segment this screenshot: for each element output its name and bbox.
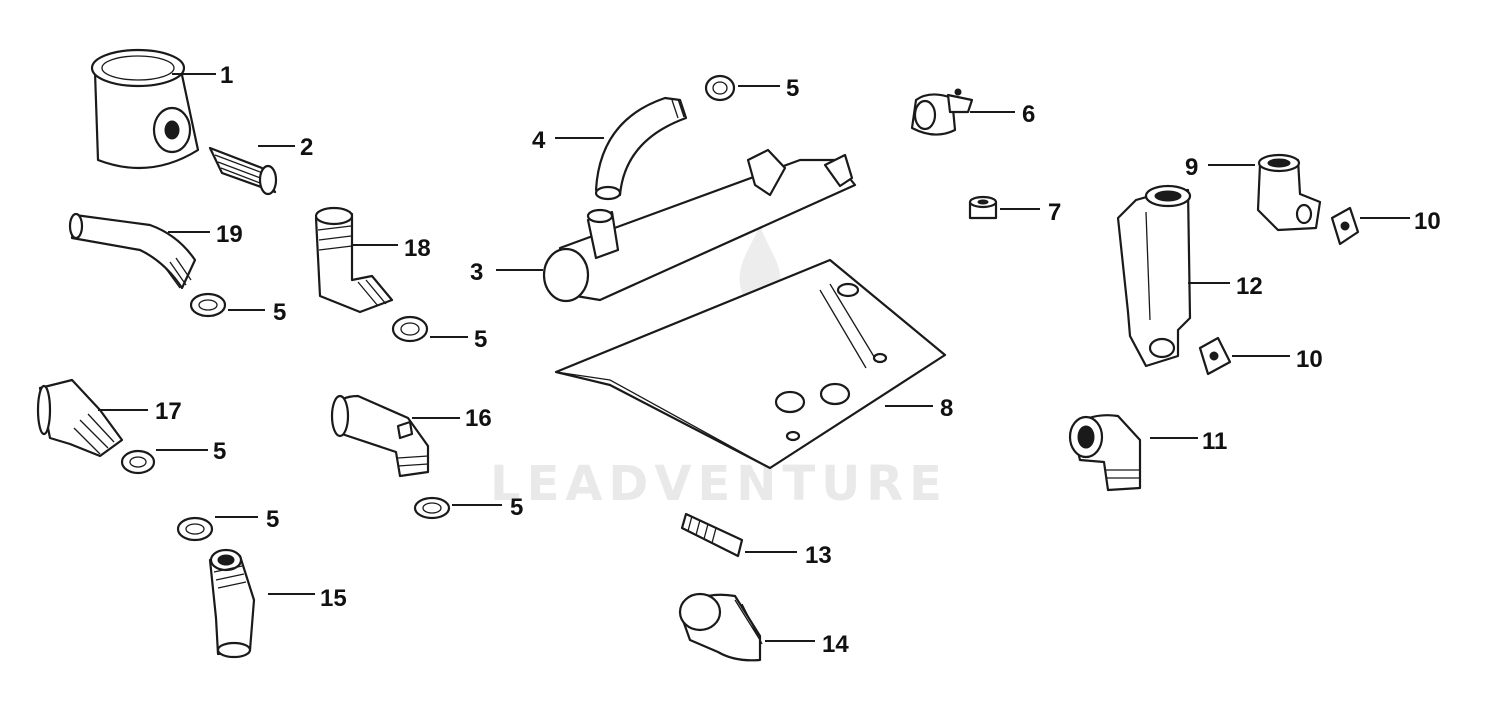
part-16-45-elbow [330, 394, 430, 478]
part-10-gasket-a [1330, 206, 1360, 246]
callout-5-a: 5 [273, 299, 286, 326]
callout-3: 3 [470, 259, 483, 286]
part-5-locknut-d [120, 449, 156, 475]
part-11-pipe-elbow [1068, 414, 1142, 492]
callout-6: 6 [1022, 101, 1035, 128]
callout-19: 19 [216, 221, 243, 248]
callout-12: 12 [1236, 273, 1263, 300]
part-3-muffler [542, 148, 857, 303]
part-5-locknut-c [704, 74, 736, 102]
part-7-spacer [968, 195, 998, 220]
part-5-locknut-b [391, 315, 429, 343]
callout-17: 17 [155, 398, 182, 425]
part-2-pipe-nipple [208, 146, 278, 196]
part-18-street-elbow [314, 206, 394, 314]
part-8-heat-shield [554, 258, 947, 470]
part-5-locknut-e [413, 496, 451, 520]
part-5-locknut-f [176, 516, 214, 542]
part-13-threaded-stud [680, 512, 744, 558]
callout-8: 8 [940, 395, 953, 422]
watermark-text: LEADVENTURE [490, 456, 948, 512]
part-5-locknut-a [189, 292, 227, 318]
callout-13: 13 [805, 542, 832, 569]
callout-16: 16 [465, 405, 492, 432]
callout-4: 4 [532, 127, 546, 154]
part-9-flanged-elbow [1256, 153, 1322, 232]
callout-5-d: 5 [213, 438, 226, 465]
part-15-offset-elbow [208, 548, 256, 659]
callout-5-e: 5 [510, 494, 523, 521]
callout-5-c: 5 [786, 75, 799, 102]
callout-7: 7 [1048, 199, 1061, 226]
callout-10-a: 10 [1414, 208, 1441, 235]
part-14-pipe-coupling [678, 592, 763, 662]
part-19-bent-tube [68, 212, 197, 290]
part-12-exhaust-manifold [1116, 184, 1192, 368]
callout-11: 11 [1202, 428, 1227, 455]
part-17-flanged-elbow-tube [36, 378, 124, 458]
part-1-filter-canister [90, 48, 200, 170]
part-10-gasket-b [1198, 336, 1232, 376]
callout-5-b: 5 [474, 326, 487, 353]
callout-9: 9 [1185, 154, 1198, 181]
callout-14: 14 [822, 631, 849, 658]
callout-18: 18 [404, 235, 431, 262]
callout-5-f: 5 [266, 506, 279, 533]
callout-10-b: 10 [1296, 346, 1323, 373]
callout-1: 1 [220, 62, 233, 89]
callout-2: 2 [300, 134, 313, 161]
part-6-exhaust-clamp [910, 88, 974, 136]
part-4-curved-tube [594, 96, 688, 201]
callout-15: 15 [320, 585, 347, 612]
